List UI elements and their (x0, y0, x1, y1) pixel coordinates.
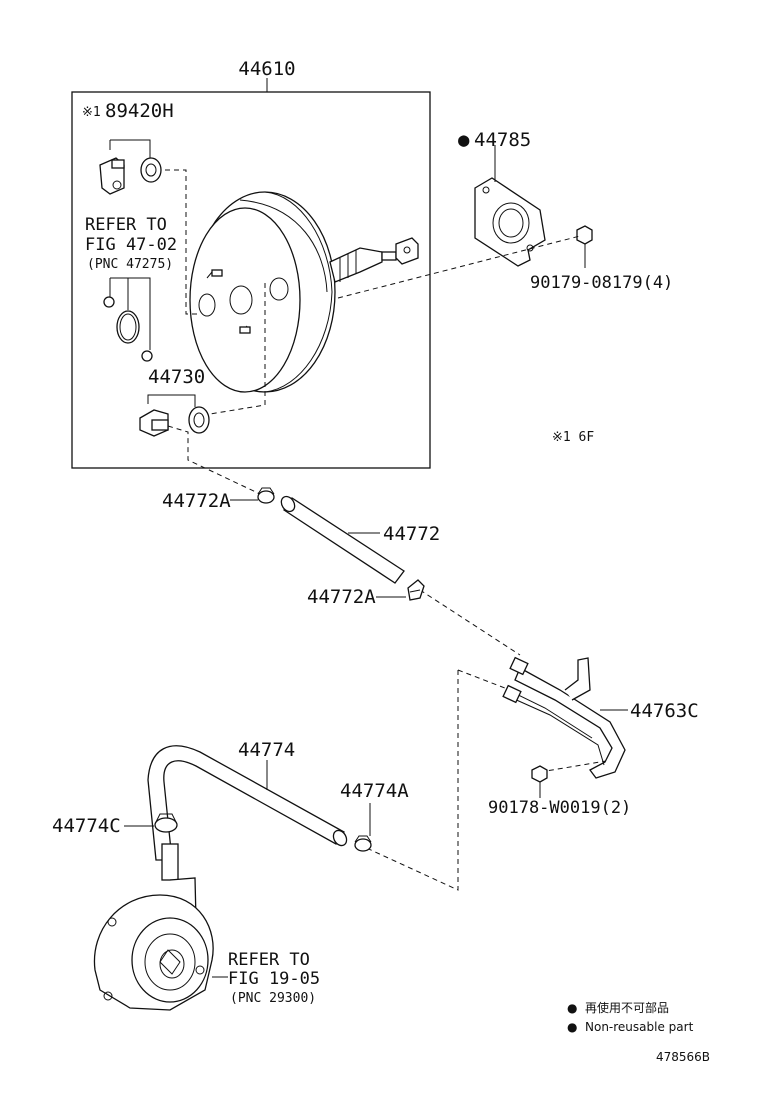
nut-icon (576, 225, 593, 268)
refer-parts-top-icon (103, 277, 153, 362)
legend: ● 再使用不可部品 ● Non-reusable part (567, 1000, 694, 1034)
hose-clip-c-icon (124, 813, 178, 833)
label-pipe: 44763C (630, 700, 699, 722)
label-refer-top-3: (PNC 47275) (87, 257, 173, 272)
label-clip-top: 44772A (162, 490, 231, 512)
diagram-code: 478566B (656, 1050, 710, 1064)
label-refer-top-1: REFER TO (85, 215, 167, 235)
legend-text-jp: 再使用不可部品 (585, 1000, 669, 1015)
vacuum-hose-top-icon (280, 495, 405, 584)
label-gasket-mark: ● (458, 129, 470, 151)
label-hose-bottom: 44774 (238, 739, 295, 761)
label-refer-bottom-1: REFER TO (228, 950, 310, 970)
label-refer-bottom-3: (PNC 29300) (230, 991, 316, 1006)
legend-text-en: Non-reusable part (585, 1020, 694, 1034)
label-refer-top-2: FIG 47-02 (85, 235, 177, 255)
check-valve-icon (139, 394, 210, 437)
label-booster: 44610 (238, 58, 295, 80)
label-check-valve: 44730 (148, 366, 205, 388)
hose-clip-top-icon (230, 487, 275, 504)
vacuum-pipe-icon (502, 656, 628, 779)
booster-assembly-box (71, 78, 431, 469)
label-nut: 90179-08179(4) (530, 273, 673, 293)
vacuum-sensor-icon (99, 139, 162, 195)
label-gasket: 44785 (474, 129, 531, 151)
vacuum-pump-icon (93, 843, 228, 1011)
label-hose-top: 44772 (383, 523, 440, 545)
vacuum-hose-bottom-icon (147, 745, 348, 861)
label-refer-bottom-2: FIG 19-05 (228, 969, 320, 989)
label-note: ※1 6F (552, 430, 594, 445)
dashed-connector-lines (165, 169, 613, 891)
legend-mark-en: ● (567, 1020, 577, 1034)
label-clip-a-bottom: 44774A (340, 780, 409, 802)
bolt-icon (531, 765, 548, 798)
label-bolt: 90178-W0019(2) (488, 798, 631, 818)
gasket-icon (474, 145, 546, 267)
legend-mark-jp: ● (567, 1001, 577, 1015)
label-clip-mid: 44772A (307, 586, 376, 608)
label-clip-c: 44774C (52, 815, 121, 837)
hose-clip-middle-icon (376, 579, 425, 601)
brake-booster-icon (189, 191, 419, 393)
label-sensor: 89420H (105, 100, 174, 122)
label-sensor-mark: ※1 (82, 105, 101, 120)
hose-clip-a-bottom-icon (354, 803, 372, 852)
